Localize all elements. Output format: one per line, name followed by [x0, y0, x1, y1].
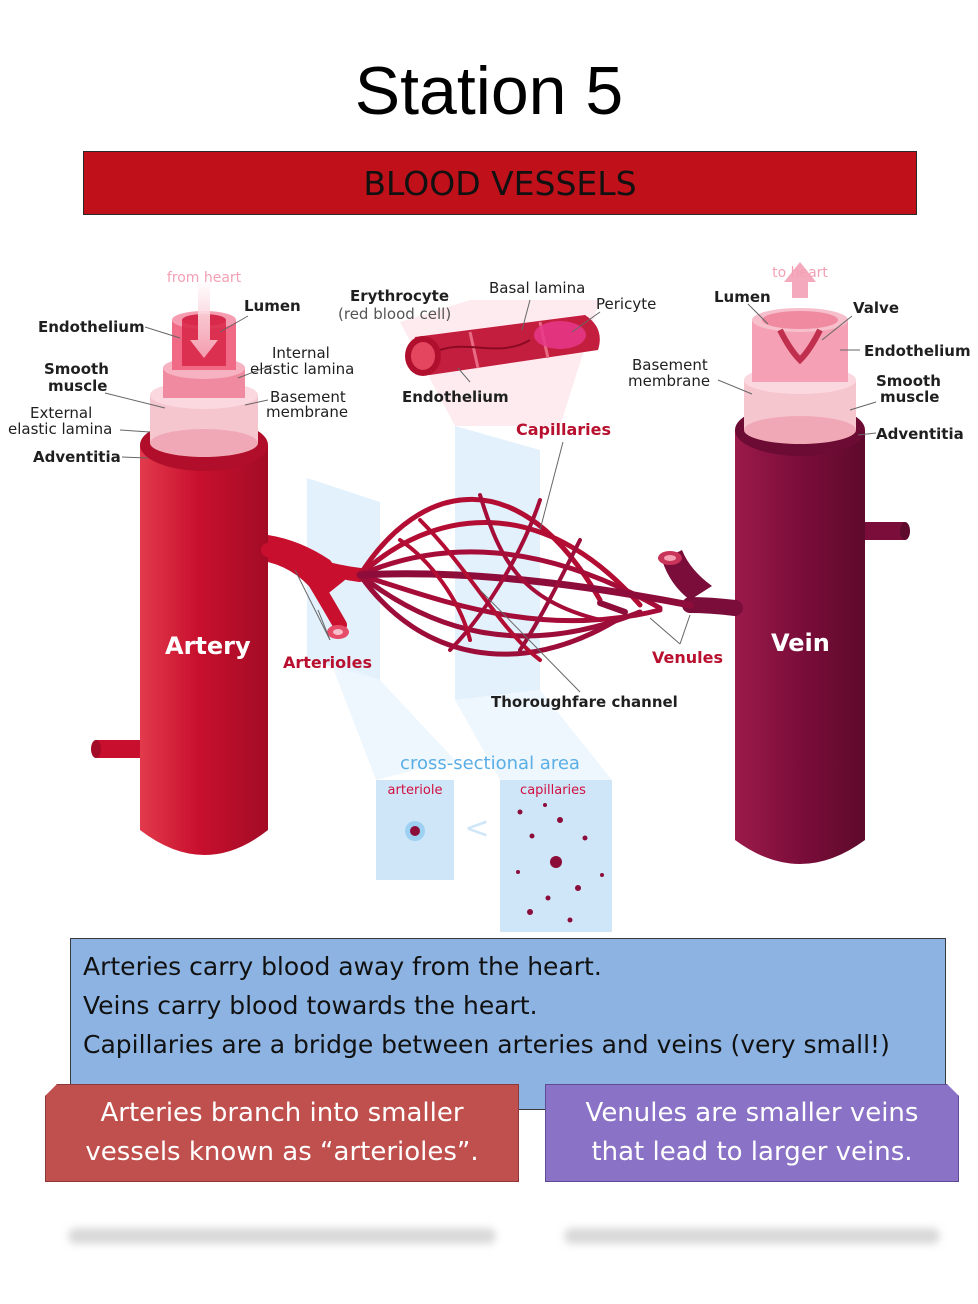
- label-external-elastic-2: elastic lamina: [8, 420, 112, 438]
- label-vein-basement-1: Basement: [632, 356, 708, 374]
- label-less-than: <: [464, 811, 489, 846]
- label-artery-endothelium: Endothelium: [38, 318, 145, 336]
- label-erythrocyte: Erythrocyte: [350, 287, 449, 305]
- capillary-dot: [529, 833, 535, 839]
- capillary-dot: [517, 809, 523, 815]
- arterioles-callout-line-2: vessels known as “arterioles”.: [85, 1137, 479, 1167]
- label-cs-arteriole: arteriole: [388, 783, 443, 798]
- capillary-dot: [545, 895, 551, 901]
- label-artery: Artery: [165, 632, 251, 660]
- arterioles-callout-line-1: Arteries branch into smaller: [100, 1098, 464, 1128]
- capillary-dot: [543, 803, 547, 807]
- label-cs-capillaries: capillaries: [520, 783, 586, 798]
- cross-section-panels: [376, 780, 612, 932]
- venules-callout-line-1: Venules are smaller veins: [585, 1098, 919, 1128]
- venules-callout: Venules are smaller veins that lead to l…: [545, 1084, 959, 1182]
- capillary-dot: [550, 856, 562, 868]
- venules-callout-line-2: that lead to larger veins.: [591, 1137, 913, 1167]
- vein-vessel: [658, 262, 910, 864]
- label-vein-basement-2: membrane: [628, 372, 710, 390]
- info-line-capillaries: Capillaries are a bridge between arterie…: [83, 1030, 890, 1059]
- leader-lines: [104, 299, 877, 693]
- label-valve: Valve: [853, 299, 899, 317]
- artery-vessel: [91, 280, 345, 855]
- label-capillaries: Capillaries: [516, 420, 611, 439]
- info-box: Arteries carry blood away from the heart…: [70, 938, 946, 1110]
- footer-blur-left: [68, 1228, 496, 1244]
- label-capillary-endothelium: Endothelium: [402, 388, 509, 406]
- label-artery-lumen: Lumen: [244, 297, 301, 315]
- label-artery-basement-2: membrane: [266, 403, 348, 421]
- capillary-dot: [527, 909, 533, 915]
- label-venules: Venules: [652, 648, 723, 667]
- label-internal-elastic-1: Internal: [272, 344, 330, 362]
- label-vein: Vein: [771, 629, 830, 657]
- arterioles-callout: Arteries branch into smaller vessels kno…: [45, 1084, 519, 1182]
- label-cross-sectional-area: cross-sectional area: [400, 753, 580, 774]
- diagram-labels: from heart to heart Lumen Endothelium Sm…: [8, 265, 971, 846]
- label-vein-smooth-muscle-2: muscle: [880, 388, 939, 406]
- page-title: Station 5: [354, 53, 624, 129]
- label-internal-elastic-2: elastic lamina: [250, 360, 354, 378]
- label-pericyte: Pericyte: [596, 295, 656, 313]
- label-thoroughfare: Thoroughfare channel: [491, 693, 678, 711]
- info-line-arteries: Arteries carry blood away from the heart…: [83, 952, 602, 981]
- capillary-dot: [600, 873, 604, 877]
- info-line-veins: Veins carry blood towards the heart.: [83, 991, 538, 1020]
- label-artery-smooth-muscle-1: Smooth: [44, 360, 109, 378]
- label-artery-smooth-muscle-2: muscle: [48, 377, 107, 395]
- label-external-elastic-1: External: [30, 404, 92, 422]
- capillary-dot: [582, 835, 588, 841]
- label-basal-lamina: Basal lamina: [489, 279, 585, 297]
- blood-vessel-diagram: from heart to heart Lumen Endothelium Sm…: [8, 262, 971, 932]
- label-vein-adventitia: Adventitia: [876, 425, 964, 443]
- label-arterioles: Arterioles: [283, 653, 372, 672]
- label-from-heart: from heart: [167, 270, 242, 286]
- footer-blur-right: [564, 1228, 940, 1244]
- label-artery-basement-1: Basement: [270, 388, 346, 406]
- capillary-dot: [557, 817, 563, 823]
- label-vein-lumen: Lumen: [714, 288, 771, 306]
- label-red-blood-cell: (red blood cell): [338, 305, 451, 323]
- label-artery-adventitia: Adventitia: [33, 448, 121, 466]
- capillary-dot: [575, 885, 581, 891]
- label-vein-endothelium: Endothelium: [864, 342, 971, 360]
- capillary-detail: [405, 315, 600, 376]
- section-banner: BLOOD VESSELS: [83, 151, 917, 215]
- capillary-dot: [567, 917, 573, 923]
- capillary-dot: [516, 870, 520, 874]
- label-to-heart: to heart: [772, 265, 828, 281]
- capillary-network: [261, 493, 743, 662]
- label-vein-smooth-muscle-1: Smooth: [876, 372, 941, 390]
